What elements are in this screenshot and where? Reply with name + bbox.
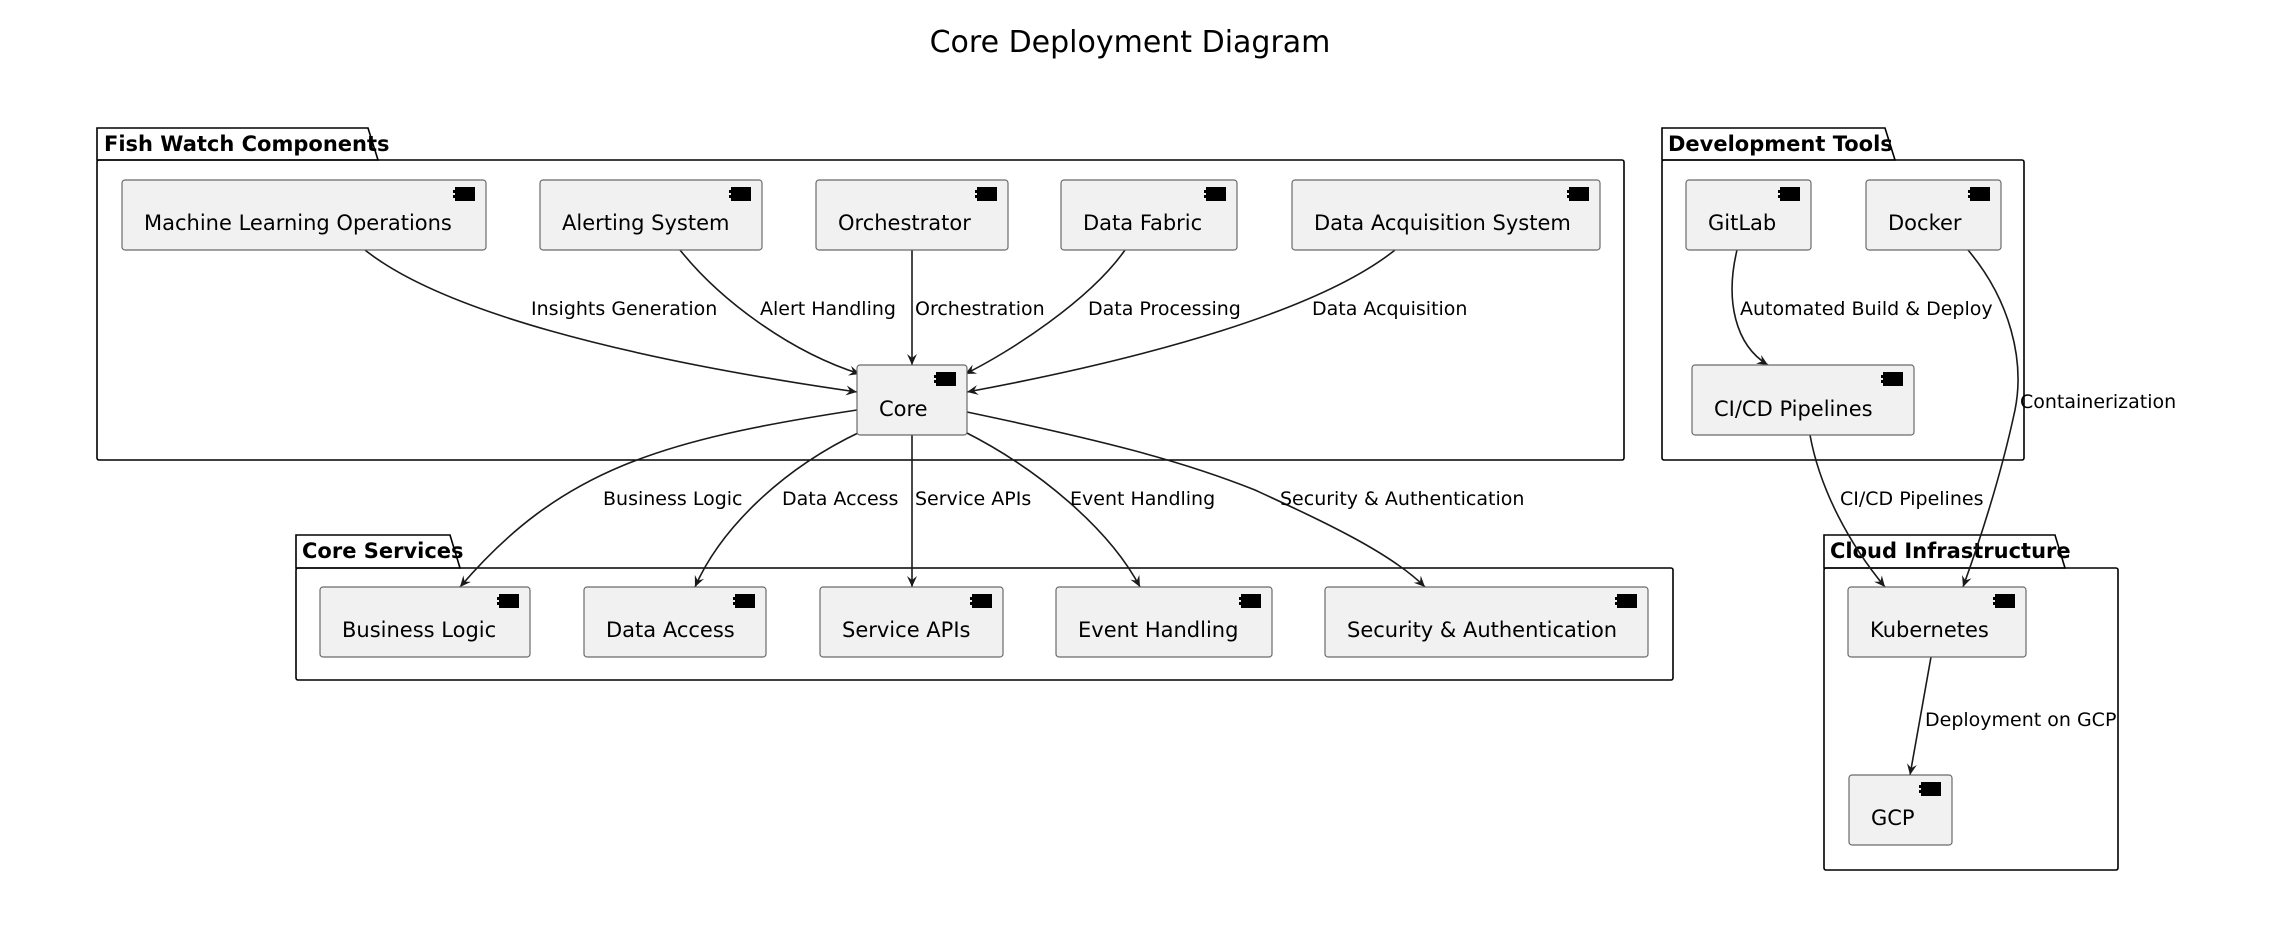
component-daq[interactable]: Data Acquisition System: [1291, 179, 1601, 251]
component-label: Data Acquisition System: [1314, 211, 1571, 235]
package-label: Development Tools: [1668, 132, 1893, 156]
edge-deploy-gcp: [1907, 656, 1932, 776]
edge-label-security: Security & Authentication: [1280, 488, 1524, 510]
component-gitlab[interactable]: GitLab: [1685, 179, 1812, 251]
component-icon: [1567, 187, 1589, 201]
component-orchestrator[interactable]: Orchestrator: [815, 179, 1009, 251]
component-icon: [1239, 594, 1261, 608]
edge-insights: [364, 249, 858, 396]
edge-cicd: [1809, 434, 1886, 588]
edge-data-processing: [964, 249, 1126, 375]
edge-label-deploy-gcp: Deployment on GCP: [1925, 709, 2116, 731]
edge-label-orchestration: Orchestration: [915, 298, 1045, 320]
component-label: Data Access: [606, 618, 735, 642]
edge-containerization: [1962, 249, 2019, 588]
component-docker[interactable]: Docker: [1865, 179, 2002, 251]
component-label: GCP: [1871, 806, 1915, 830]
edge-alert-handling: [679, 249, 861, 376]
edge-business-logic: [459, 409, 858, 588]
edge-label-event-handling: Event Handling: [1070, 488, 1215, 510]
component-service-apis[interactable]: Service APIs: [819, 586, 1004, 658]
component-label: Security & Authentication: [1347, 618, 1617, 642]
component-label: Data Fabric: [1083, 211, 1202, 235]
component-icon: [1615, 594, 1637, 608]
edge-label-data-acquisition: Data Acquisition: [1312, 298, 1467, 320]
component-label: CI/CD Pipelines: [1714, 397, 1873, 421]
component-icon: [497, 594, 519, 608]
component-icon: [729, 187, 751, 201]
edge-label-build-deploy: Automated Build & Deploy: [1740, 298, 1993, 320]
component-event-handling[interactable]: Event Handling: [1055, 586, 1273, 658]
edge-label-data-processing: Data Processing: [1088, 298, 1241, 320]
component-label: Event Handling: [1078, 618, 1238, 642]
component-data-fabric[interactable]: Data Fabric: [1060, 179, 1238, 251]
component-icon: [1204, 187, 1226, 201]
edge-label-business-logic: Business Logic: [603, 488, 743, 510]
component-label: Service APIs: [842, 618, 970, 642]
component-icon: [1881, 372, 1903, 386]
component-icon: [970, 594, 992, 608]
component-gcp[interactable]: GCP: [1848, 774, 1953, 846]
component-kubernetes[interactable]: Kubernetes: [1847, 586, 2027, 658]
edge-label-cicd: CI/CD Pipelines: [1840, 488, 1983, 510]
component-label: Orchestrator: [838, 211, 971, 235]
component-icon: [1919, 782, 1941, 796]
component-icon: [1968, 187, 1990, 201]
edge-build-deploy: [1731, 249, 1769, 366]
edge-labels: Insights Generation Alert Handling Orche…: [531, 298, 2176, 731]
package-core-services: Core Services: [295, 534, 1674, 681]
component-label: Business Logic: [342, 618, 496, 642]
package-fish-watch: Fish Watch Components: [96, 127, 1625, 461]
component-label: Docker: [1888, 211, 1962, 235]
edge-security: [966, 411, 1426, 588]
component-icon: [453, 187, 475, 201]
edge-data-acquisition: [966, 249, 1396, 395]
component-icon: [934, 372, 956, 386]
edge-event-handling: [964, 431, 1141, 588]
component-icon: [733, 594, 755, 608]
edge-label-data-access: Data Access: [782, 488, 898, 510]
edge-data-access: [694, 431, 861, 588]
edge-label-alert-handling: Alert Handling: [760, 298, 896, 320]
component-label: GitLab: [1708, 211, 1776, 235]
component-icon: [1778, 187, 1800, 201]
edges: [364, 249, 2019, 776]
component-business-logic[interactable]: Business Logic: [319, 586, 531, 658]
component-alerting[interactable]: Alerting System: [539, 179, 763, 251]
package-cloud: Cloud Infrastructure: [1823, 534, 2119, 871]
component-mlops[interactable]: Machine Learning Operations: [121, 179, 487, 251]
component-label: Machine Learning Operations: [144, 211, 452, 235]
edge-label-containerization: Containerization: [2020, 391, 2176, 413]
edge-label-insights: Insights Generation: [531, 298, 717, 320]
package-label: Fish Watch Components: [104, 132, 390, 156]
component-core[interactable]: Core: [856, 364, 968, 436]
package-label: Core Services: [302, 539, 464, 563]
edge-label-service-apis: Service APIs: [915, 488, 1031, 510]
component-security[interactable]: Security & Authentication: [1324, 586, 1649, 658]
component-label: Alerting System: [562, 211, 729, 235]
component-icon: [1993, 594, 2015, 608]
component-label: Core: [879, 397, 928, 421]
component-data-access[interactable]: Data Access: [583, 586, 767, 658]
component-cicd[interactable]: CI/CD Pipelines: [1691, 364, 1915, 436]
component-label: Kubernetes: [1870, 618, 1989, 642]
diagram-title: Core Deployment Diagram: [930, 25, 1331, 60]
package-label: Cloud Infrastructure: [1830, 539, 2071, 563]
component-icon: [975, 187, 997, 201]
package-dev-tools: Development Tools: [1661, 127, 2025, 461]
